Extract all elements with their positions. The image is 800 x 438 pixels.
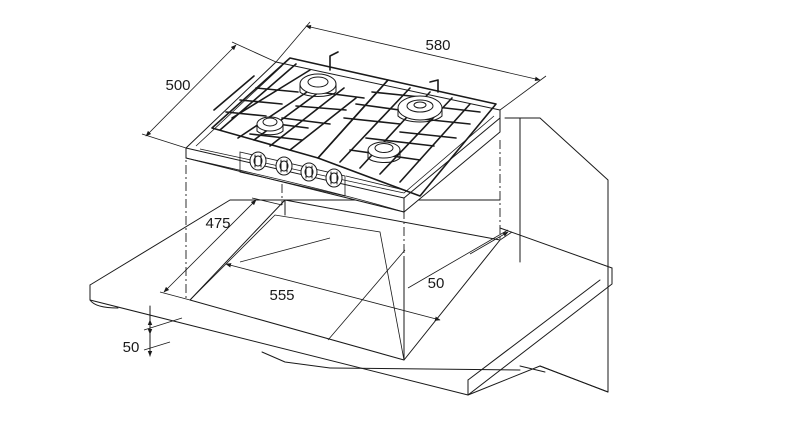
burner-front-left bbox=[256, 116, 284, 136]
control-knob bbox=[275, 156, 293, 176]
dimension-cutout-width-label: 555 bbox=[269, 287, 294, 304]
burner-front-right bbox=[367, 141, 401, 163]
burner-rear-right bbox=[397, 95, 443, 123]
dimension-width-label: 580 bbox=[425, 37, 450, 54]
control-knob bbox=[325, 168, 343, 188]
dimension-worktop-offset-label: 50 bbox=[123, 339, 140, 356]
control-knob bbox=[249, 151, 267, 171]
cutout-opening bbox=[189, 199, 501, 361]
control-knob bbox=[300, 162, 318, 182]
dimension-depth-label: 500 bbox=[165, 77, 190, 94]
pan-support-right bbox=[317, 79, 497, 197]
dimension-cutout-depth-label: 475 bbox=[205, 215, 230, 232]
gas-hob bbox=[185, 51, 501, 213]
dimension-lines bbox=[141, 21, 547, 357]
dimension-rear-clearance-label: 50 bbox=[428, 275, 445, 292]
